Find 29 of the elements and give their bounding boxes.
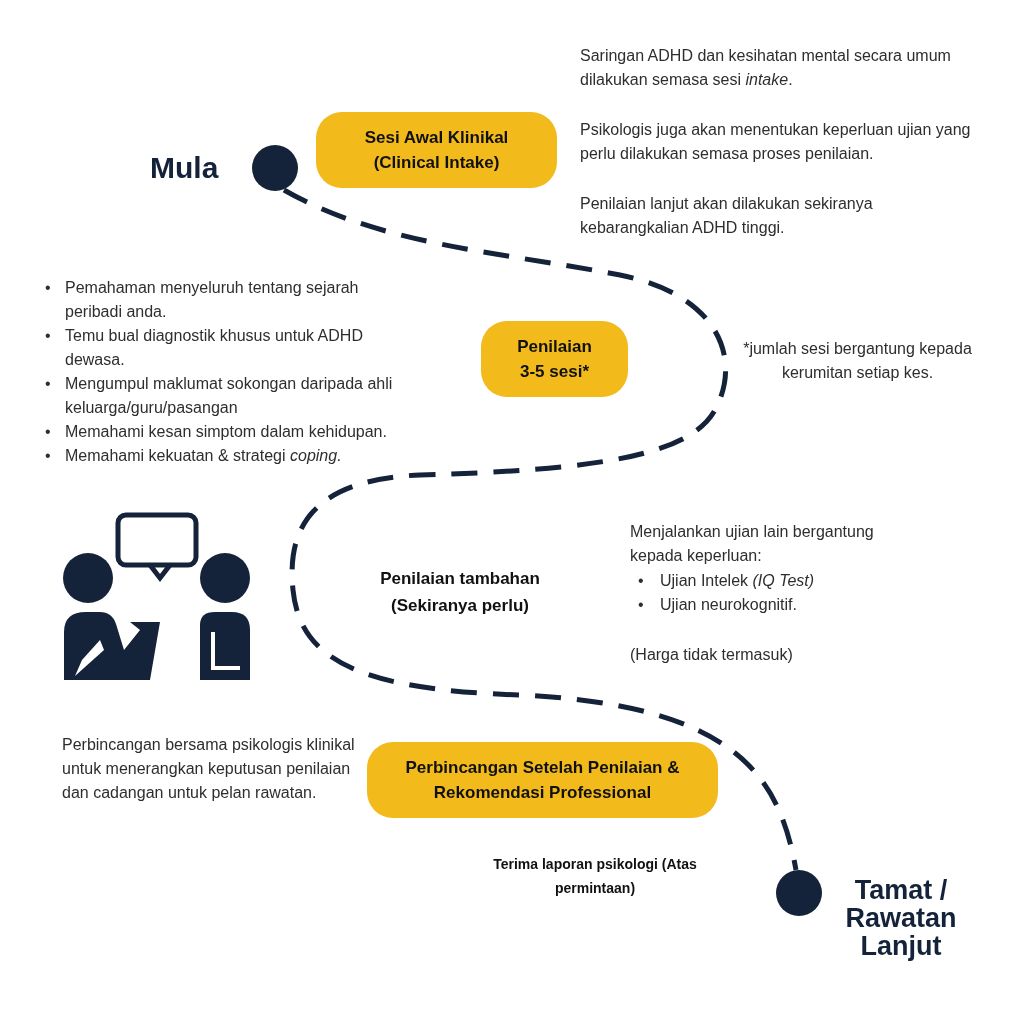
description-text: (Harga tidak termasuk) [630,645,794,665]
description-text: Temu bual diagnostik khusus untuk ADHD dewasa. [65,326,364,370]
description-text: Mengumpul maklumat sokongan daripada ahli keluarga/guru/pasangan [65,374,394,418]
stage-pill: Penilaian 3-5 sesi* [481,321,628,397]
milestone-title: Tamat / Rawatan Lanjut [844,876,958,960]
description-text: *jumlah sesi bergantung kepada kerumitan setiap kes. [742,339,973,383]
bullet-marker: • [638,571,645,591]
bullet-marker: • [45,374,52,394]
bullet-marker: • [638,595,645,615]
stage-pill: Sesi Awal Klinikal (Clinical Intake) [316,112,557,188]
description-text: Perbincangan bersama psikologis klinikal untuk menerangkan keputusan penilaian dan cadangan untuk pelan rawatan. [62,735,356,803]
description-text: Ujian Intelek (IQ Test) [660,571,816,591]
description-text: Memahami kesan simptom dalam kehidupan. [65,422,388,442]
bullet-marker: • [45,422,52,442]
stage-pill: Perbincangan Setelah Penilaian & Rekomendasi Professional [367,742,718,818]
bullet-marker: • [45,446,52,466]
note-text: Terima laporan psikologi (Atas permintaan) [492,855,698,898]
description-text: Pemahaman menyeluruh tentang sejarah peribadi anda. [65,278,360,322]
description-text: Ujian neurokognitif. [660,595,798,615]
description-text: Penilaian lanjut akan dilakukan sekiranya kebarangkalian ADHD tinggi. [580,194,874,238]
bullet-marker: • [45,326,52,346]
dashed-route-line [282,187,799,871]
milestone-title: Mula [150,154,219,182]
description-text: Memahami kekuatan & strategi coping. [65,446,343,466]
description-text: Psikologis juga akan menentukan keperluan ujian yang perlu dilakukan semasa proses penilaian. [580,120,972,164]
description-text: Saringan ADHD dan kesihatan mental secara umum dilakukan semasa sesi intake. [580,46,952,90]
stage-title: Penilaian tambahan (Sekiranya perlu) [355,565,565,621]
bullet-marker: • [45,278,52,298]
description-text: Menjalankan ujian lain bergantung kepada keperluan: [630,522,875,566]
